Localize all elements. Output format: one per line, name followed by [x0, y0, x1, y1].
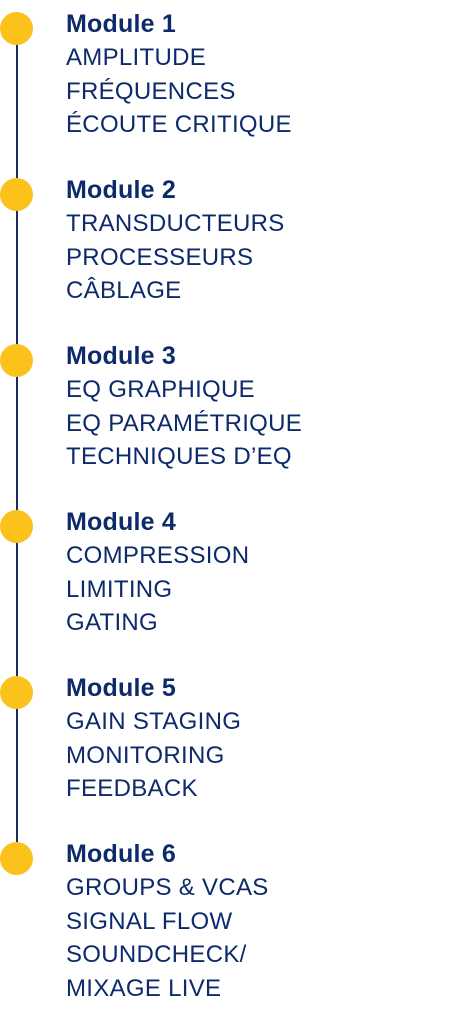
module-topics: GAIN STAGING MONITORING FEEDBACK — [66, 705, 241, 806]
topic-item: GATING — [66, 609, 159, 636]
topic-item: MIXAGE LIVE — [66, 974, 222, 1002]
topic-item: CÂBLAGE — [66, 277, 182, 304]
timeline-dot — [0, 344, 33, 377]
topic-item: SIGNAL FLOW — [66, 907, 233, 935]
timeline-dot — [0, 676, 33, 709]
timeline-dot — [0, 178, 33, 211]
topic-item: ÉCOUTE CRITIQUE — [66, 111, 292, 138]
module-title: Module 6 — [66, 840, 176, 868]
topic-item: SOUNDCHECK/ — [66, 941, 247, 968]
topic-item: MONITORING — [66, 741, 225, 769]
topic-item: EQ PARAMÉTRIQUE — [66, 409, 303, 437]
timeline-dot — [0, 12, 33, 45]
topic-item: COMPRESSION — [66, 542, 250, 569]
module-title: Module 2 — [66, 176, 176, 204]
topic-item: FRÉQUENCES — [66, 77, 236, 105]
topic-item: GROUPS & VCAS — [66, 874, 269, 901]
topic-item: PROCESSEURS — [66, 243, 254, 271]
timeline-line — [16, 26, 18, 854]
module-topics: AMPLITUDE FRÉQUENCES ÉCOUTE CRITIQUE — [66, 41, 292, 142]
module-topics: COMPRESSION LIMITING GATING — [66, 539, 249, 640]
topic-item: AMPLITUDE — [66, 44, 207, 71]
module-title: Module 3 — [66, 342, 176, 370]
module-topics: GROUPS & VCAS SIGNAL FLOW SOUNDCHECK/ MI… — [66, 871, 269, 1005]
topic-item: EQ GRAPHIQUE — [66, 376, 255, 403]
module-topics: EQ GRAPHIQUE EQ PARAMÉTRIQUE TECHNIQUES … — [66, 373, 302, 474]
topic-item: TRANSDUCTEURS — [66, 210, 285, 237]
topic-item: GAIN STAGING — [66, 708, 242, 735]
module-title: Module 1 — [66, 10, 176, 38]
module-title: Module 4 — [66, 508, 176, 536]
module-title: Module 5 — [66, 674, 176, 702]
topic-item: TECHNIQUES D’EQ — [66, 443, 292, 470]
timeline-dot — [0, 510, 33, 543]
timeline-dot — [0, 842, 33, 875]
topic-item: LIMITING — [66, 575, 173, 603]
topic-item: FEEDBACK — [66, 775, 198, 802]
module-topics: TRANSDUCTEURS PROCESSEURS CÂBLAGE — [66, 207, 285, 308]
